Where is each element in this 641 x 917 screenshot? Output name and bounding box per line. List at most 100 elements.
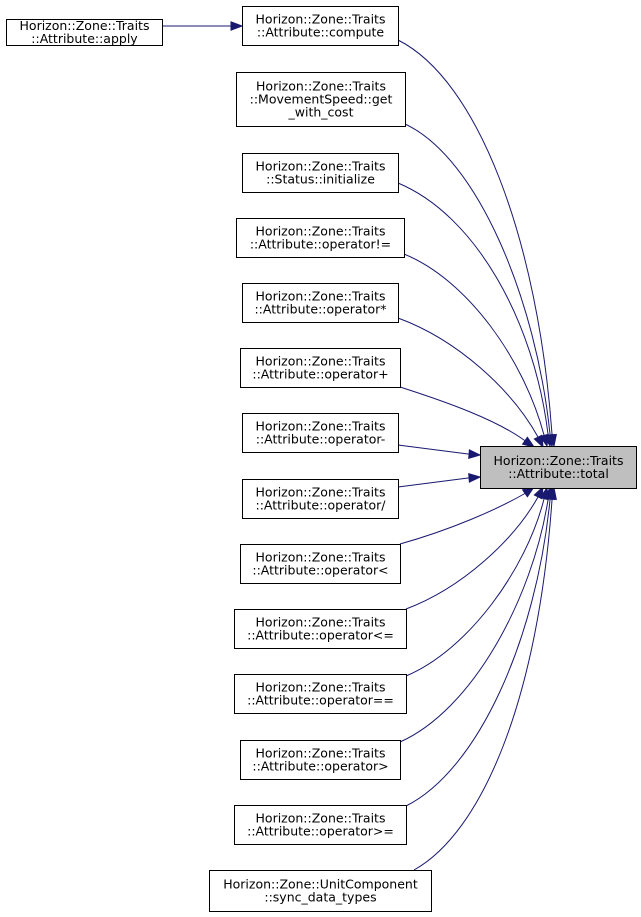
node-label-line: Horizon::Zone::Traits xyxy=(256,615,386,630)
edge-line xyxy=(397,39,555,447)
node-label-line: Horizon::Zone::Traits xyxy=(256,811,386,826)
arrowhead-icon xyxy=(521,436,536,448)
arrowhead-icon xyxy=(230,21,244,31)
arrowhead-icon xyxy=(547,486,557,501)
edge-line xyxy=(399,486,535,545)
node-label-line: ::Attribute::operator/ xyxy=(255,498,386,513)
node-label-line: ::Attribute::apply xyxy=(31,31,138,46)
node-compute[interactable]: Horizon::Zone::Traits::Attribute::comput… xyxy=(242,6,399,46)
node-box xyxy=(242,153,399,193)
node-label-line: Horizon::Zone::Traits xyxy=(256,550,386,565)
node-box xyxy=(240,740,401,780)
node-label-line: ::Attribute::operator< xyxy=(252,563,388,578)
node-label-line: Horizon::Zone::Traits xyxy=(256,354,386,369)
edge-line xyxy=(413,487,555,871)
arrowhead-icon xyxy=(468,473,482,483)
node-label-line: Horizon::Zone::Traits xyxy=(256,419,386,434)
focus-node-box xyxy=(480,446,637,489)
node-box xyxy=(242,6,399,46)
node-get_with_cost[interactable]: Horizon::Zone::Traits::MovementSpeed::ge… xyxy=(236,72,406,127)
node-op_ge[interactable]: Horizon::Zone::Traits::Attribute::operat… xyxy=(234,805,407,845)
node-op_lt[interactable]: Horizon::Zone::Traits::Attribute::operat… xyxy=(240,544,401,584)
arrowhead-icon xyxy=(533,434,544,449)
node-label-line: ::Attribute::operator<= xyxy=(247,628,394,643)
node-box xyxy=(236,72,406,127)
node-label-line: Horizon::Zone::Traits xyxy=(494,453,624,468)
node-op_neq[interactable]: Horizon::Zone::Traits::Attribute::operat… xyxy=(236,218,405,258)
node-box xyxy=(6,19,163,46)
node-label-line: ::Attribute::operator* xyxy=(254,302,386,317)
node-label-line: ::sync_data_types xyxy=(264,890,376,905)
node-label-line: ::MovementSpeed::get xyxy=(250,92,393,107)
edge-line xyxy=(397,317,544,448)
node-label-line: _with_cost xyxy=(288,105,354,120)
edge-op_lt-to-total xyxy=(399,486,536,545)
node-op_div[interactable]: Horizon::Zone::Traits::Attribute::operat… xyxy=(242,479,399,519)
edge-line xyxy=(404,123,553,447)
node-label-line: Horizon::Zone::Traits xyxy=(256,289,386,304)
node-op_mul[interactable]: Horizon::Zone::Traits::Attribute::operat… xyxy=(242,283,399,323)
node-label-line: ::Attribute::operator> xyxy=(252,759,388,774)
edge-op_mul-to-total xyxy=(397,317,544,449)
node-label-line: ::Attribute::operator!= xyxy=(250,237,391,252)
node-label-line: ::Attribute::compute xyxy=(257,25,384,40)
edge-line xyxy=(405,486,544,610)
node-box xyxy=(242,283,399,323)
node-box xyxy=(240,544,401,584)
node-label-line: ::Attribute::total xyxy=(508,466,609,481)
node-label-line: Horizon::Zone::Traits xyxy=(256,224,386,239)
edge-compute-to-total xyxy=(397,39,557,448)
node-box xyxy=(209,870,432,912)
arrowhead-icon xyxy=(468,449,482,459)
edge-line xyxy=(399,386,535,448)
node-box xyxy=(234,805,407,845)
edge-op_eq-to-total xyxy=(405,486,549,677)
edge-line xyxy=(397,444,481,456)
edge-line xyxy=(405,487,548,677)
edge-line xyxy=(399,487,551,743)
node-box xyxy=(236,218,405,258)
node-box xyxy=(240,348,401,388)
edges-layer xyxy=(162,21,557,871)
node-op_add[interactable]: Horizon::Zone::Traits::Attribute::operat… xyxy=(240,348,401,388)
node-op_eq[interactable]: Horizon::Zone::Traits::Attribute::operat… xyxy=(234,674,407,714)
node-label-line: Horizon::Zone::Traits xyxy=(256,680,386,695)
edge-op_div-to-total xyxy=(397,473,482,488)
edge-line xyxy=(397,476,481,488)
node-op_le[interactable]: Horizon::Zone::Traits::Attribute::operat… xyxy=(234,609,407,649)
edge-line xyxy=(405,487,553,807)
nodes-layer: Horizon::Zone::Traits::Attribute::applyH… xyxy=(6,6,637,912)
node-box xyxy=(234,609,407,649)
node-apply[interactable]: Horizon::Zone::Traits::Attribute::apply xyxy=(6,18,163,46)
node-label-line: Horizon::Zone::Traits xyxy=(20,18,150,33)
node-label-line: ::Attribute::operator+ xyxy=(252,367,388,382)
node-op_sub[interactable]: Horizon::Zone::Traits::Attribute::operat… xyxy=(242,413,399,453)
edge-sync_data_types-to-total xyxy=(413,486,557,871)
edge-op_add-to-total xyxy=(399,386,536,448)
node-total: Horizon::Zone::Traits::Attribute::total xyxy=(480,446,637,489)
edge-op_sub-to-total xyxy=(397,444,482,459)
edge-line xyxy=(403,253,548,447)
edge-initialize-to-total xyxy=(397,182,553,448)
node-box xyxy=(242,479,399,519)
node-label-line: Horizon::Zone::Traits xyxy=(256,12,386,27)
node-sync_data_types[interactable]: Horizon::Zone::UnitComponent::sync_data_… xyxy=(209,870,432,912)
node-box xyxy=(242,413,399,453)
node-label-line: ::Status::initialize xyxy=(266,172,375,187)
node-initialize[interactable]: Horizon::Zone::Traits::Status::initializ… xyxy=(242,153,399,193)
node-label-line: Horizon::Zone::Traits xyxy=(256,79,386,94)
node-label-line: ::Attribute::operator== xyxy=(247,693,394,708)
edge-line xyxy=(397,182,551,447)
node-label-line: Horizon::Zone::Traits xyxy=(256,485,386,500)
node-label-line: Horizon::Zone::Traits xyxy=(256,746,386,761)
edge-op_neq-to-total xyxy=(403,253,549,448)
node-label-line: Horizon::Zone::Traits xyxy=(256,159,386,174)
node-label-line: ::Attribute::operator>= xyxy=(247,824,394,839)
edge-op_gt-to-total xyxy=(399,486,553,743)
node-box xyxy=(234,674,407,714)
node-label-line: ::Attribute::operator- xyxy=(256,432,386,447)
edge-apply-to-compute xyxy=(162,21,244,31)
node-label-line: Horizon::Zone::UnitComponent xyxy=(223,877,418,892)
node-op_gt[interactable]: Horizon::Zone::Traits::Attribute::operat… xyxy=(240,740,401,780)
